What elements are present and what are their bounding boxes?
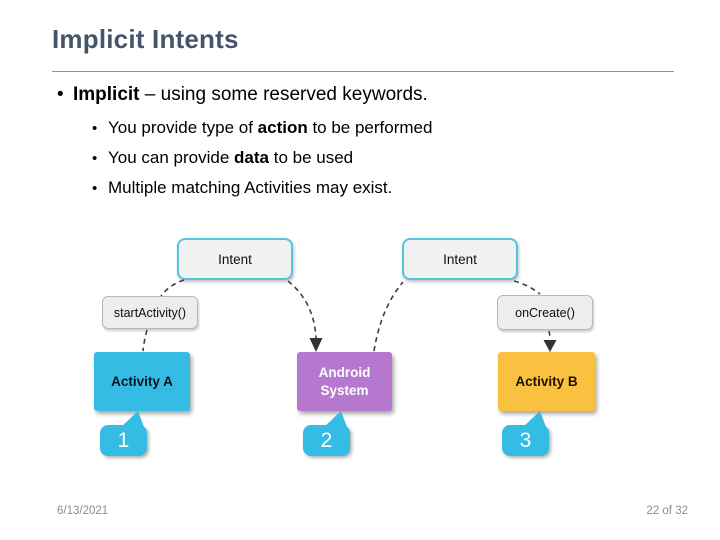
connector-intent-to-androidsystem [287,280,317,339]
footer-date: 6/13/2021 [57,505,109,517]
start-activity-box: startActivity() [102,296,198,329]
bullet-sub-2-bold: data [234,148,269,167]
android-system-line2: System [320,382,369,398]
android-system-box: Android System [297,352,392,411]
android-system-line1: Android [318,364,371,380]
step-badge-1: 1 [100,425,147,456]
bullet-icon: • [57,84,64,105]
bullet-sub-3: • Multiple matching Activities may exist. [92,178,392,198]
bullet-sub-3-pre: Multiple matching Activities may exist. [108,178,393,197]
bullet-icon: • [92,150,98,167]
bullet-sub-1-pre: You provide type of [108,118,258,137]
bullet-main: • Implicit – using some reserved keywords… [57,84,428,106]
bullet-sub-2-pre: You can provide [108,148,235,167]
connector-intent-to-startactivity [160,279,185,297]
bullet-sub-1-bold: action [257,118,308,137]
page-title: Implicit Intents [52,24,239,54]
connector-intent-to-oncreate [513,280,541,295]
bullet-icon: • [92,120,98,137]
step-badge-3: 3 [502,425,549,456]
arrowhead-activity-b [543,340,557,352]
bullet-sub-2-post: to be used [269,148,354,167]
connector-oncreate-to-activity-b [548,330,551,341]
footer-page-number: 22 of 32 [646,505,688,517]
intent-box-right: Intent [402,238,518,280]
arrowhead-androidsystem [309,338,323,352]
bullet-sub-2: • You can provide data to be used [92,148,353,168]
intent-box-left: Intent [177,238,293,280]
title-underline [52,71,674,72]
bullet-icon: • [92,180,98,197]
on-create-box: onCreate() [497,295,593,330]
bullet-sub-1-post: to be performed [307,118,433,137]
activity-b-box: Activity B [498,352,595,411]
step-badge-2: 2 [303,425,350,456]
bullet-main-rest: – using some reserved keywords. [139,84,428,105]
activity-a-box: Activity A [94,352,190,411]
connector-startactivity-to-activity-a [142,329,148,352]
bullet-sub-1: • You provide type of action to be perfor… [92,118,432,138]
bullet-main-bold: Implicit [73,84,140,105]
connector-androidsystem-to-intent [373,281,404,352]
